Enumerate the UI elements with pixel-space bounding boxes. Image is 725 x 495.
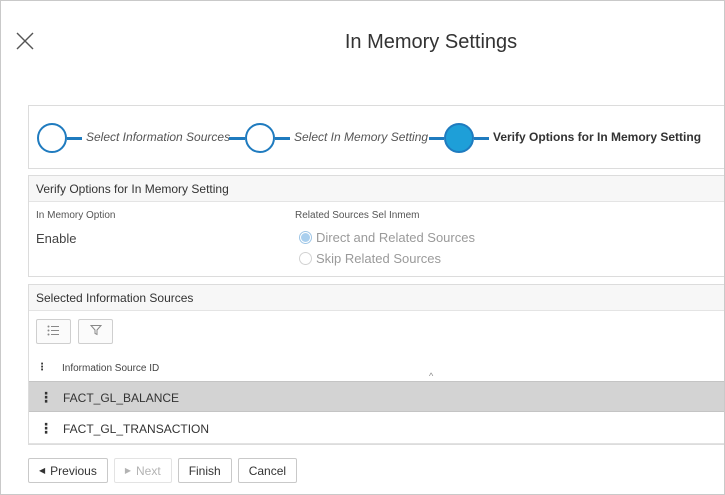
related-sources-label: Related Sources Sel Inmem [295,210,420,221]
table-cell-source-id: FACT_GL_TRANSACTION [63,422,210,436]
triangle-right-icon: ▶ [124,466,131,475]
finish-button[interactable]: Finish [177,458,232,483]
verify-panel-header: Verify Options for In Memory Setting [29,176,724,202]
row-menu-icon[interactable]: ⋮ [39,420,53,436]
filter-button[interactable] [78,319,113,344]
table-column-header: ⋮ Information Source ID ^ [29,361,724,381]
list-columns-icon [47,323,60,341]
verify-options-panel: Verify Options for In Memory Setting In … [28,175,724,277]
column-menu-icon[interactable]: ⋮ [37,362,47,373]
triangle-left-icon: ◀ [39,466,46,475]
columns-button[interactable] [36,319,71,344]
process-train: Select Information Sources Select In Mem… [28,105,724,169]
column-header-information-source-id[interactable]: Information Source ID [62,363,160,374]
radio-label: Skip Related Sources [316,251,442,266]
train-connector [429,137,444,140]
radio-skip-related: Skip Related Sources [299,251,441,266]
table-row[interactable]: ⋮ FACT_GL_BALANCE [29,381,724,412]
next-button[interactable]: ▶ Next [113,458,172,483]
table-row[interactable]: ⋮ FACT_GL_TRANSACTION [29,413,724,444]
row-menu-icon[interactable]: ⋮ [39,389,53,405]
radio-direct-and-related: Direct and Related Sources [299,230,475,245]
train-step-2-stop[interactable] [245,123,275,153]
in-memory-option-label: In Memory Option [36,210,116,221]
sort-indicator-icon[interactable]: ^ [429,371,434,381]
train-connector [67,137,82,140]
previous-button[interactable]: ◀ Previous [28,458,108,483]
train-connector [275,137,290,140]
sources-panel-header: Selected Information Sources [29,285,724,311]
next-label: Next [136,463,161,478]
train-connector [474,137,489,140]
train-step-1-stop[interactable] [37,123,67,153]
filter-icon [89,323,102,341]
selected-sources-panel: Selected Information Sources ⋮ Informati… [28,284,724,445]
train-step-1-label[interactable]: Select Information Sources [86,130,231,144]
train-step-3-label: Verify Options for In Memory Setting [493,130,702,144]
footer-buttons: ◀ Previous ▶ Next Finish Cancel [28,458,298,483]
dialog-title: In Memory Settings [344,31,518,53]
in-memory-option-value: Enable [36,231,77,246]
table-cell-source-id: FACT_GL_BALANCE [63,391,180,405]
radio-checked-icon [299,231,312,244]
close-icon[interactable] [15,31,35,51]
radio-unchecked-icon [299,252,312,265]
radio-label: Direct and Related Sources [316,230,475,245]
train-connector [229,137,245,140]
train-step-2-label[interactable]: Select In Memory Setting [294,130,429,144]
cancel-button[interactable]: Cancel [237,458,298,483]
previous-label: Previous [50,463,97,478]
train-step-3-stop-current[interactable] [444,123,474,153]
